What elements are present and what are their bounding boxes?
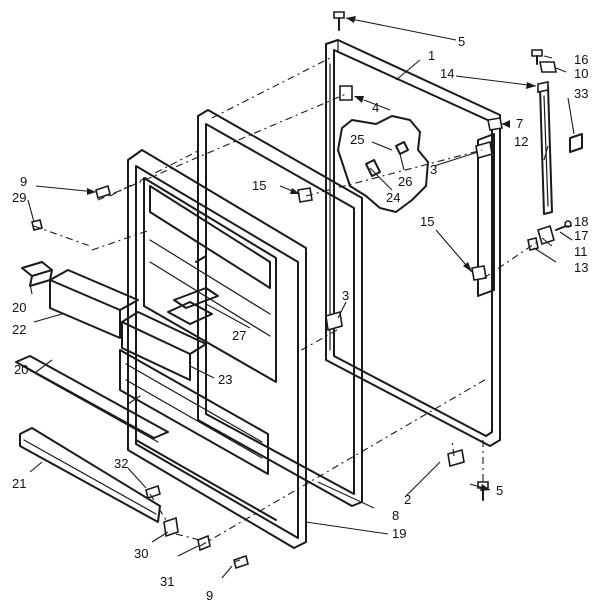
shelf-rail-long [15,355,169,443]
hinge-arm [539,85,553,215]
callout-18: 18 [574,214,588,229]
callout-15a: 15 [252,178,266,193]
shelf-end-cap [21,261,53,287]
bushing-14 [537,81,549,93]
callout-25: 25 [350,132,364,147]
screw-5-top [333,11,345,31]
hinge-bracket-3-mid [325,310,343,332]
callout-23: 23 [218,372,232,387]
callout-29: 29 [12,190,26,205]
outer-door-panel [325,39,501,447]
callout-10: 10 [574,66,588,81]
retainer-patch [337,115,429,213]
screw-9-top [95,184,111,200]
callout-7: 7 [516,116,523,131]
callout-33: 33 [574,86,588,101]
callout-27: 27 [232,328,246,343]
callout-2: 2 [404,492,411,507]
leader-lines [27,16,575,579]
door-inner-liner [119,149,307,549]
door-gasket [197,109,363,507]
cap-7 [487,117,503,131]
callout-5b: 5 [496,483,503,498]
alignment-lines [33,55,541,563]
callout-9b: 9 [206,588,213,603]
cap-2 [447,448,465,468]
callout-17: 17 [574,228,588,243]
callout-3b: 3 [342,288,349,303]
callout-22: 22 [12,322,26,337]
callout-24: 24 [386,190,400,205]
shelf-rail-bottom [19,427,161,523]
plug-15-left [297,187,313,203]
callout-26: 26 [398,174,412,189]
callout-30: 30 [134,546,148,561]
screw-16-assembly [531,49,557,73]
callout-16: 16 [574,52,588,67]
callout-5a: 5 [458,34,465,49]
callout-9a: 9 [20,174,27,189]
callout-20a: 20 [12,300,26,315]
callout-8: 8 [392,508,399,523]
clip-30 [163,516,179,538]
callout-31: 31 [160,574,174,589]
callout-14: 14 [440,66,454,81]
callout-13: 13 [574,260,588,275]
callout-20b: 20 [14,362,28,377]
callout-11: 11 [574,244,588,259]
glide-27 [167,301,213,325]
plug-15-right [471,265,487,281]
callout-12: 12 [514,134,528,149]
screw-9-bottom [233,554,249,570]
callout-21: 21 [12,476,26,491]
hardware-32 [145,484,161,500]
callout-15b: 15 [420,214,434,229]
hinge-bracket-3-top [475,140,493,160]
hinge-cover-33 [569,133,583,153]
callout-19: 19 [392,526,406,541]
nut-31 [197,534,211,552]
callout-32: 32 [114,456,128,471]
callout-1: 1 [428,48,435,63]
screw-5-bottom [477,481,489,501]
callout-4: 4 [372,100,379,115]
plug-4 [339,85,353,101]
callout-labels: 1 2 3 3 4 5 5 7 8 9 9 10 11 12 13 14 15 … [12,34,588,603]
door-shelf-upper [49,269,139,339]
hinge-pin-11-13-17-18 [527,220,572,251]
callout-3a: 3 [430,162,437,177]
door-shelf-lower [121,311,207,381]
